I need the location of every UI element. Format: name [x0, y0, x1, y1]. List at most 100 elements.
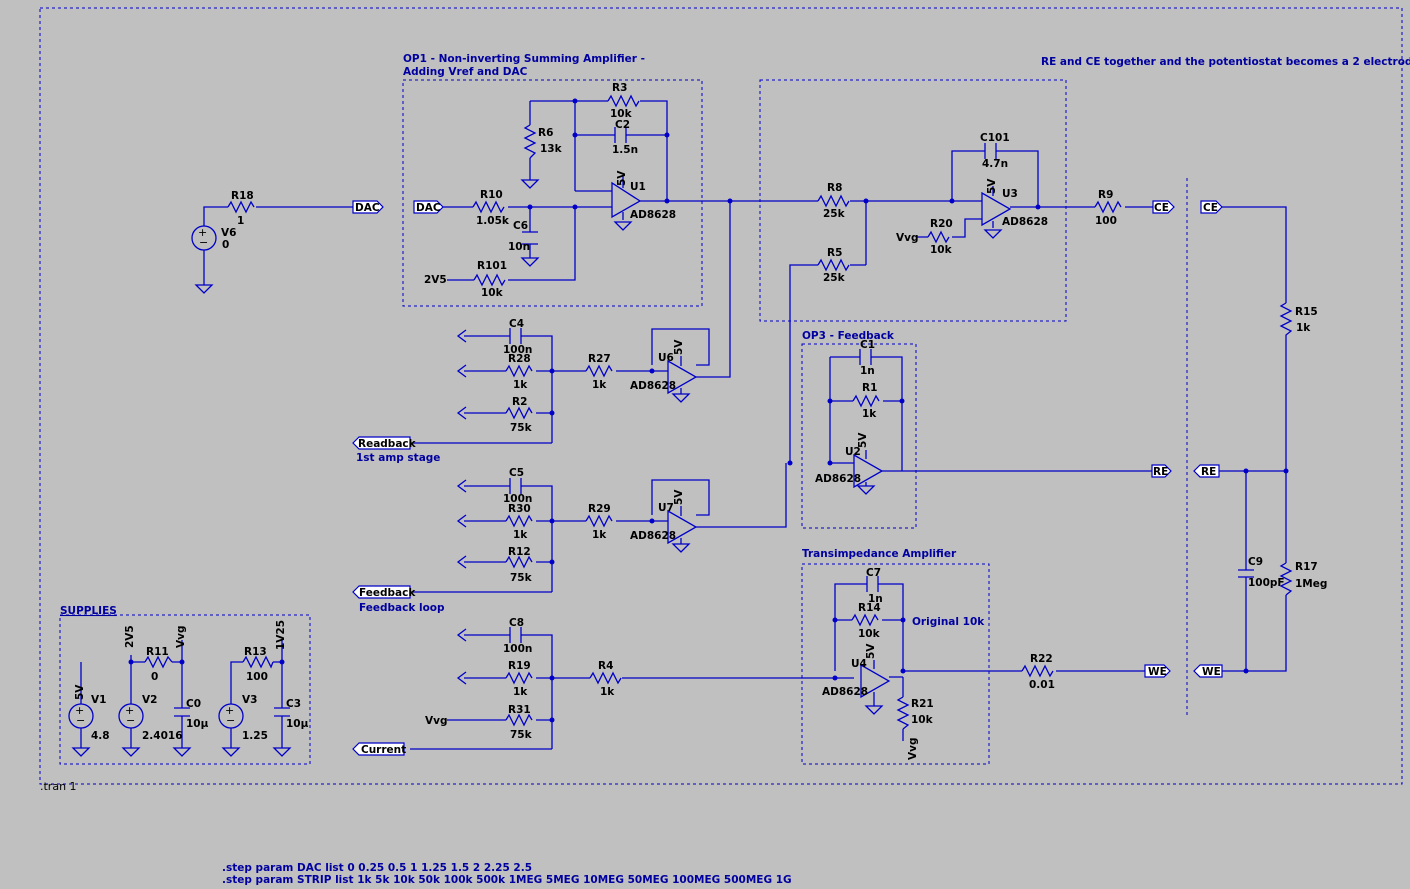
- gnd-u1: [613, 221, 633, 231]
- gnd-u4: [864, 705, 884, 715]
- original-10k-note: Original 10k: [912, 616, 985, 628]
- c6-name: C6: [513, 220, 528, 232]
- r9-value: 100: [1095, 215, 1117, 227]
- wire-op3: [829, 356, 1152, 472]
- flag-ce-right: CE: [1200, 200, 1223, 214]
- r6-name: R6: [538, 127, 553, 139]
- arrows-current: [456, 628, 467, 685]
- v6-source: + −: [191, 225, 217, 251]
- r19-value: 1k: [513, 686, 528, 698]
- u2-name: U2: [845, 446, 861, 458]
- flag-we: WE: [1144, 664, 1171, 678]
- u4-model: AD8628: [822, 686, 868, 698]
- r18-resistor: [227, 200, 255, 214]
- u3-opamp: [981, 186, 1012, 228]
- u1-supply: 5V: [616, 170, 628, 186]
- r11-resistor: [144, 655, 173, 669]
- svg-text:+: +: [198, 226, 207, 239]
- r20-value: 10k: [930, 244, 953, 256]
- u3-model: AD8628: [1002, 216, 1048, 228]
- r22-name: R22: [1030, 653, 1053, 665]
- r8-name: R8: [827, 182, 842, 194]
- flag-ce: CE: [1152, 200, 1175, 214]
- u1-name: U1: [630, 181, 646, 193]
- c8-name: C8: [509, 617, 524, 629]
- r19-name: R19: [508, 660, 531, 672]
- v1-name: V1: [91, 694, 106, 706]
- svg-text:Feedback: Feedback: [359, 587, 416, 599]
- c5-value: 100n: [503, 493, 532, 505]
- r30-name: R30: [508, 503, 531, 515]
- sup-2v5: 2V5: [124, 625, 136, 648]
- c3-capacitor: [274, 707, 290, 717]
- r30-resistor: [505, 514, 533, 528]
- r31-resistor: [505, 713, 533, 727]
- r19-resistor: [505, 671, 533, 685]
- r5-value: 25k: [823, 272, 846, 284]
- r101-value: 10k: [481, 287, 504, 299]
- supply-junctions: [128, 659, 285, 665]
- readback-junctions: [549, 368, 655, 416]
- c1-value: 1n: [860, 365, 875, 377]
- r9-resistor: [1094, 200, 1122, 214]
- r21-name: R21: [911, 698, 934, 710]
- r14-name: R14: [858, 602, 881, 614]
- wire-tia: [834, 583, 1145, 741]
- c7-value: 1n: [868, 593, 883, 605]
- r21-resistor: [896, 696, 910, 730]
- c4-name: C4: [509, 318, 524, 330]
- r15-name: R15: [1295, 306, 1318, 318]
- c1-name: C1: [860, 339, 875, 351]
- net-2v5: 2V5: [424, 274, 447, 286]
- svg-text:+: +: [75, 704, 84, 717]
- svg-text:RE: RE: [1153, 466, 1168, 478]
- svg-text:WE: WE: [1148, 666, 1167, 678]
- svg-text:DAC: DAC: [416, 202, 441, 214]
- gnd-r6: [520, 179, 540, 189]
- r5-resistor: [817, 258, 850, 272]
- r8-value: 25k: [823, 208, 846, 220]
- r28-name: R28: [508, 353, 531, 365]
- u4-name: U4: [851, 658, 867, 670]
- c101-value: 4.7n: [982, 158, 1008, 170]
- r1-value: 1k: [862, 408, 877, 420]
- feedback-junctions: [549, 518, 655, 565]
- v3-name: V3: [242, 694, 257, 706]
- r29-name: R29: [588, 503, 611, 515]
- r14-value: 10k: [858, 628, 881, 640]
- sup-1v25: 1V25: [275, 620, 287, 650]
- flag-we-right: WE: [1193, 664, 1223, 678]
- c2-name: C2: [615, 119, 630, 131]
- flag-re-right: RE: [1193, 464, 1220, 478]
- c7-name: C7: [866, 567, 881, 579]
- wire-current: [410, 634, 854, 750]
- r8-resistor: [817, 194, 850, 208]
- svg-text:WE: WE: [1202, 666, 1221, 678]
- r15-resistor: [1279, 302, 1293, 340]
- r13-name: R13: [244, 646, 267, 658]
- r2-name: R2: [512, 396, 527, 408]
- r29-resistor: [585, 514, 613, 528]
- c2-capacitor: [614, 127, 627, 143]
- u2-supply: 5V: [857, 432, 869, 448]
- r27-resistor: [585, 364, 613, 378]
- op3-junctions: [787, 398, 905, 466]
- r18-value: 1: [237, 215, 244, 227]
- u1-opamp: [611, 176, 642, 220]
- r3-name: R3: [612, 82, 627, 94]
- svg-text:Readback: Readback: [358, 438, 417, 450]
- op2-junctions: [727, 198, 1041, 210]
- flag-current: Current: [352, 742, 406, 756]
- svg-text:DAC: DAC: [355, 202, 380, 214]
- arrows-readback: [456, 329, 467, 420]
- r6-value: 13k: [540, 143, 563, 155]
- arrows-feedback: [456, 479, 467, 569]
- u2-opamp: [853, 450, 884, 489]
- r5-name: R5: [827, 247, 842, 259]
- r3-value: 10k: [610, 108, 633, 120]
- r28-value: 1k: [513, 379, 528, 391]
- r28-resistor: [505, 364, 533, 378]
- r13-resistor: [242, 655, 274, 669]
- c1-capacitor: [859, 349, 872, 365]
- c0-value: 10µ: [186, 718, 209, 730]
